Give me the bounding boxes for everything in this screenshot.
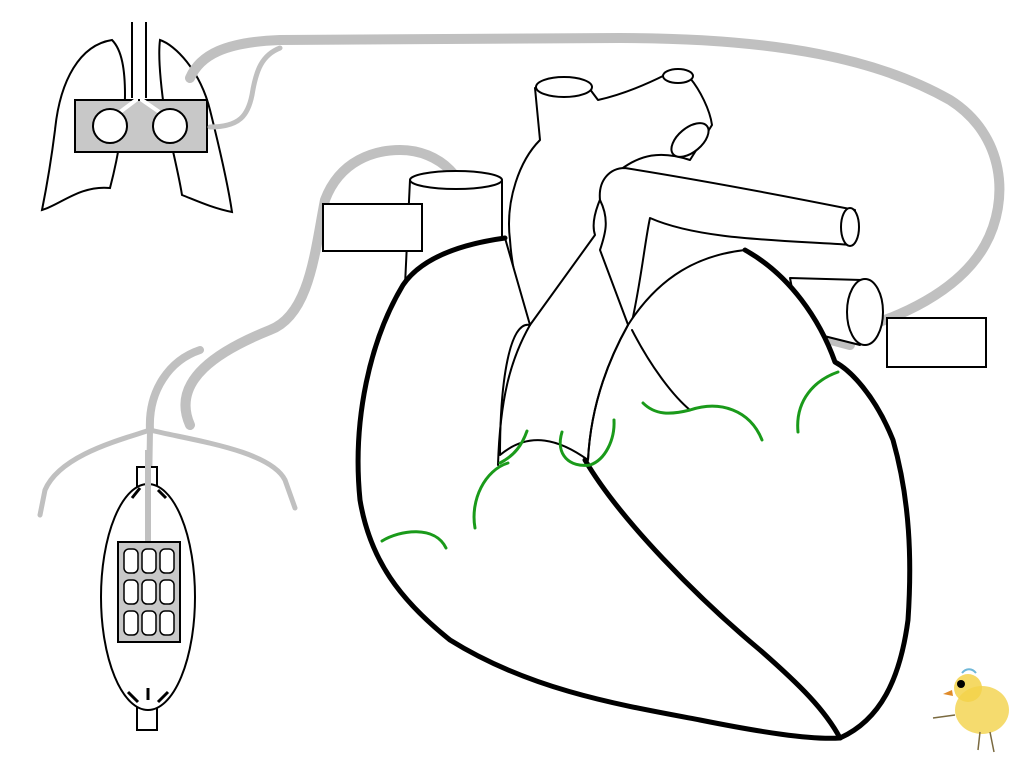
- label-box-upper-left: [322, 203, 423, 252]
- coronary-arcs: [380, 370, 840, 550]
- interventricular-groove: [582, 457, 843, 741]
- aorta: [508, 74, 713, 326]
- pulmonary-artery-end: [840, 207, 860, 247]
- chick-wing: [932, 714, 956, 719]
- heart: [355, 68, 913, 741]
- coronary-arc-1: [380, 530, 448, 550]
- device-cells: [123, 548, 175, 636]
- aorta-branch-3: [670, 122, 710, 158]
- device-marks-bottom: [126, 688, 170, 704]
- pulmonary-vein-end: [846, 278, 884, 346]
- implant-device: [100, 450, 196, 731]
- coronary-arc-4: [558, 418, 616, 467]
- label-box-right: [886, 317, 987, 368]
- coronary-arc-5: [641, 401, 764, 442]
- alveolus-left: [92, 108, 128, 144]
- trachea: [131, 22, 147, 98]
- chick-legs: [977, 731, 995, 753]
- left-ventricle-border: [742, 247, 913, 741]
- right-ventricle-border: [355, 235, 843, 741]
- chick-head: [954, 674, 982, 702]
- chick-tuft: [961, 668, 977, 674]
- coronary-arc-3: [498, 429, 529, 465]
- body-branch-right: [147, 427, 298, 511]
- inner-line-mid: [587, 324, 629, 461]
- body-branch-left: [37, 427, 153, 518]
- aorta-branch-1: [535, 76, 593, 98]
- coronary-arc-6: [796, 370, 840, 434]
- chick-doodle: [932, 668, 1009, 753]
- alveolus-right: [152, 108, 188, 144]
- oxygenator-line: [207, 45, 283, 130]
- lung-oxygenator: [74, 85, 208, 153]
- inner-line-left: [497, 324, 531, 466]
- inner-line-right: [631, 329, 691, 411]
- svc-opening: [409, 170, 503, 190]
- chick-beak: [943, 690, 953, 696]
- pulmonary-return-arc: [185, 32, 1005, 338]
- loop-connector: [145, 346, 204, 434]
- coronary-arc-2: [472, 461, 510, 530]
- aorta-branch-2: [662, 68, 694, 84]
- chick-eye: [957, 680, 965, 688]
